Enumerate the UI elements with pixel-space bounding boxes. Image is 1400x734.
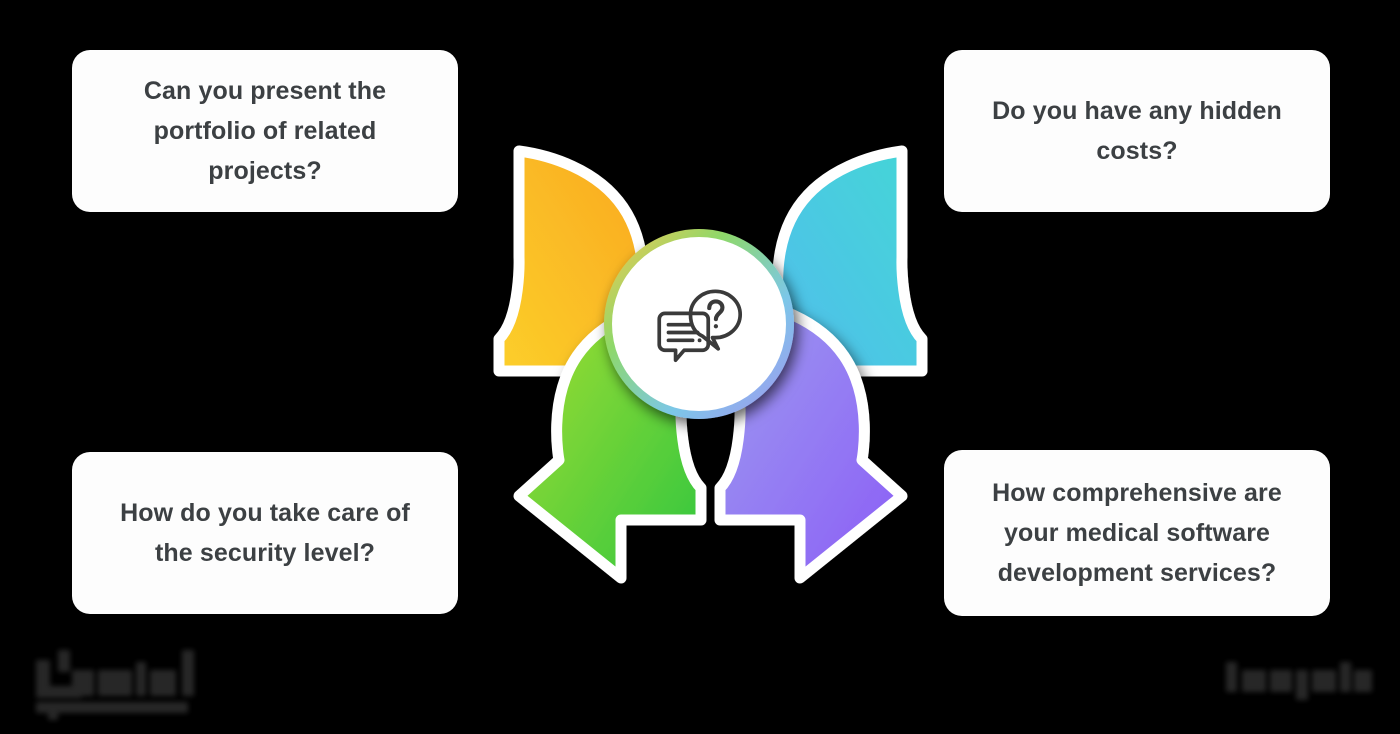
question-card-top-left[interactable]: Can you present the portfolio of related…: [72, 50, 458, 212]
pinwheel-graphic: [466, 88, 936, 584]
watermark-bottom-right: [1226, 660, 1376, 700]
question-card-bottom-left[interactable]: How do you take care of the security lev…: [72, 452, 458, 614]
question-card-text: Can you present the portfolio of related…: [143, 77, 387, 185]
question-card-text: How do you take care of the security lev…: [120, 499, 410, 567]
question-card-text: Do you have any hidden costs?: [992, 97, 1282, 165]
question-card-text: How comprehensive are your medical softw…: [992, 479, 1282, 587]
center-hub[interactable]: [604, 229, 794, 419]
question-card-top-right[interactable]: Do you have any hidden costs?: [944, 50, 1330, 212]
question-card-bottom-right[interactable]: How comprehensive are your medical softw…: [944, 450, 1330, 616]
watermark-bottom-left: [36, 648, 212, 720]
chat-question-icon: [657, 289, 743, 363]
